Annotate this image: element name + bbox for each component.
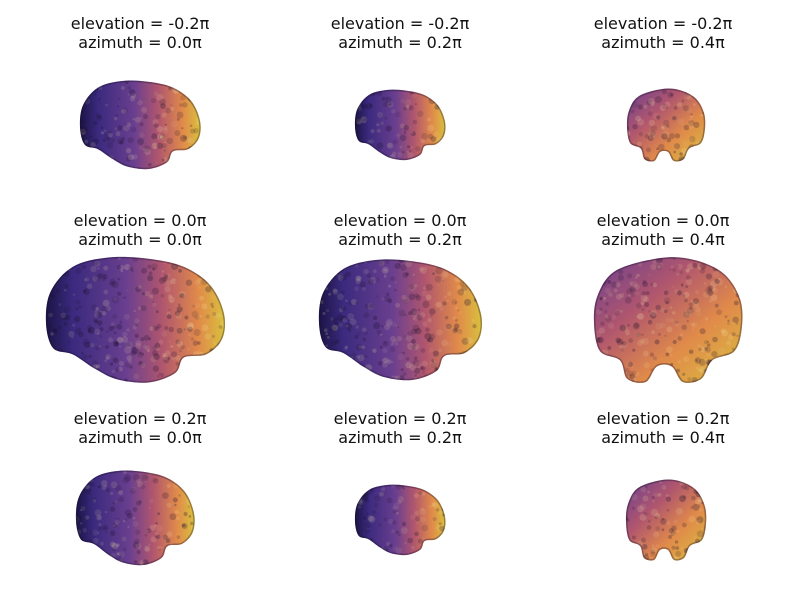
view-panel: elevation = 0.2π azimuth = 0.2π — [280, 395, 520, 585]
azimuth-label: azimuth = 0.4π — [601, 428, 725, 447]
brain-surface-render — [75, 470, 195, 566]
azimuth-label: azimuth = 0.2π — [338, 230, 462, 249]
elevation-label: elevation = 0.0π — [73, 211, 207, 230]
elevation-label: elevation = -0.2π — [70, 14, 210, 33]
brain-surface-render — [354, 484, 446, 556]
azimuth-label: azimuth = 0.4π — [601, 33, 725, 52]
azimuth-label: azimuth = 0.4π — [601, 230, 725, 249]
elevation-label: elevation = 0.0π — [596, 211, 730, 230]
brain-surface-render — [45, 256, 226, 383]
azimuth-label: azimuth = 0.2π — [338, 428, 462, 447]
view-panel: elevation = -0.2π azimuth = 0.2π — [280, 0, 520, 190]
azimuth-label: azimuth = 0.0π — [78, 33, 202, 52]
view-panel: elevation = 0.0π azimuth = 0.4π — [543, 197, 783, 387]
elevation-label: elevation = -0.2π — [593, 14, 733, 33]
azimuth-label: azimuth = 0.0π — [78, 428, 202, 447]
elevation-label: elevation = 0.0π — [333, 211, 467, 230]
elevation-label: elevation = 0.2π — [596, 409, 730, 428]
view-panel: elevation = -0.2π azimuth = 0.0π — [20, 0, 260, 190]
brain-surface-render — [318, 259, 482, 381]
brain-surface-render — [354, 89, 446, 161]
azimuth-label: azimuth = 0.0π — [78, 230, 202, 249]
view-panel: elevation = 0.2π azimuth = 0.0π — [20, 395, 260, 585]
view-panel: elevation = -0.2π azimuth = 0.4π — [543, 0, 783, 190]
elevation-label: elevation = 0.2π — [73, 409, 207, 428]
brain-surface-render — [593, 257, 743, 383]
elevation-label: elevation = -0.2π — [330, 14, 470, 33]
brain-surface-render — [625, 479, 707, 561]
view-panel: elevation = 0.2π azimuth = 0.4π — [543, 395, 783, 585]
view-panel: elevation = 0.0π azimuth = 0.2π — [280, 197, 520, 387]
azimuth-label: azimuth = 0.2π — [338, 33, 462, 52]
brain-surface-render — [626, 88, 706, 162]
brain-surface-render — [79, 80, 201, 170]
view-panel: elevation = 0.0π azimuth = 0.0π — [20, 197, 260, 387]
elevation-label: elevation = 0.2π — [333, 409, 467, 428]
